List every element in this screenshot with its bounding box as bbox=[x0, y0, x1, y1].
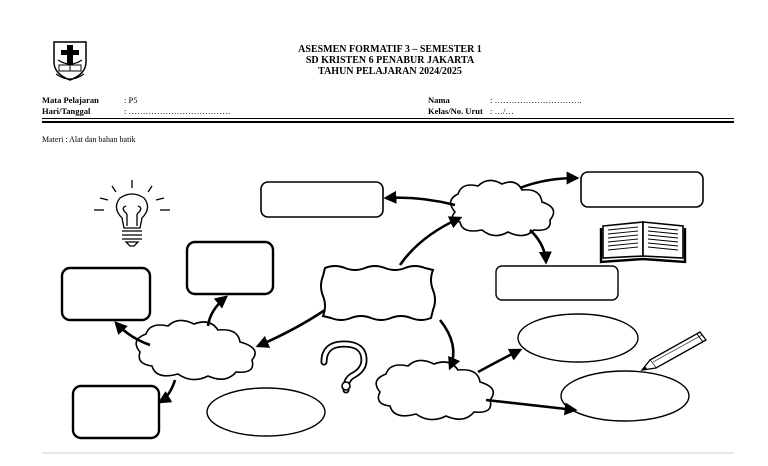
pencil-icon bbox=[640, 331, 707, 371]
school-crest-logo bbox=[53, 41, 87, 81]
header-rule-thin bbox=[42, 118, 734, 119]
arrow-left-cloud-to-upper-box bbox=[206, 295, 229, 327]
answer-box-left-mid[interactable] bbox=[60, 266, 152, 322]
question-mark-icon bbox=[320, 340, 368, 394]
answer-box-mid-right[interactable] bbox=[495, 265, 619, 301]
answer-box-left-upper[interactable] bbox=[185, 240, 275, 296]
materi-label: Materi : Alat dan bahan batik bbox=[42, 135, 136, 144]
title-line-2: SD KRISTEN 6 PENABUR JAKARTA bbox=[305, 55, 475, 66]
arrow-center-to-bottom-cloud bbox=[438, 319, 461, 371]
answer-box-bottom-left[interactable] bbox=[71, 384, 161, 440]
lightbulb-icon bbox=[94, 180, 170, 247]
date-field[interactable]: : ……………………………… bbox=[124, 106, 231, 116]
arrow-top-cloud-to-right-box bbox=[519, 171, 580, 190]
title-line-1: ASESMEN FORMATIF 3 – SEMESTER 1 bbox=[298, 44, 482, 55]
book-icon bbox=[599, 221, 687, 264]
answer-ellipse-upper[interactable] bbox=[517, 313, 639, 363]
arrow-center-to-left-cloud bbox=[255, 308, 326, 348]
arrow-top-cloud-to-mid-box bbox=[529, 229, 552, 265]
subject-value: : P5 bbox=[124, 95, 138, 105]
class-field[interactable]: : …/… bbox=[490, 106, 514, 116]
school-logo bbox=[50, 38, 90, 82]
document-title: ASESMEN FORMATIF 3 – SEMESTER 1 SD KRIST… bbox=[230, 44, 550, 77]
arrow-top-cloud-to-box bbox=[383, 190, 456, 207]
name-label: Nama bbox=[428, 95, 450, 105]
arrow-center-to-top-cloud bbox=[398, 216, 463, 266]
answer-box-top-left[interactable] bbox=[260, 181, 384, 218]
cloud-bottom[interactable] bbox=[375, 359, 495, 421]
arrow-left-cloud-to-bottom-box bbox=[157, 379, 177, 404]
class-label: Kelas/No. Urut bbox=[428, 106, 483, 116]
cloud-top[interactable] bbox=[449, 179, 555, 237]
cloud-left[interactable] bbox=[135, 319, 256, 381]
center-topic-box[interactable] bbox=[320, 265, 436, 321]
answer-ellipse-lower[interactable] bbox=[560, 370, 690, 422]
name-field[interactable]: : …………………………. bbox=[490, 95, 582, 105]
title-line-3: TAHUN PELAJARAN 2024/2025 bbox=[318, 66, 462, 77]
arrow-left-cloud-to-left-box bbox=[114, 321, 151, 347]
answer-box-top-right[interactable] bbox=[580, 171, 704, 208]
arrow-bottom-cloud-to-lower-ellipse bbox=[485, 398, 578, 416]
subject-label: Mata Pelajaran bbox=[42, 95, 99, 105]
arrow-bottom-cloud-to-upper-ellipse bbox=[477, 348, 523, 374]
answer-ellipse-bottom[interactable] bbox=[206, 387, 326, 437]
connector-arrows bbox=[114, 171, 580, 416]
date-label: Hari/Tanggal bbox=[42, 106, 91, 116]
header-rule-thick bbox=[42, 121, 734, 123]
